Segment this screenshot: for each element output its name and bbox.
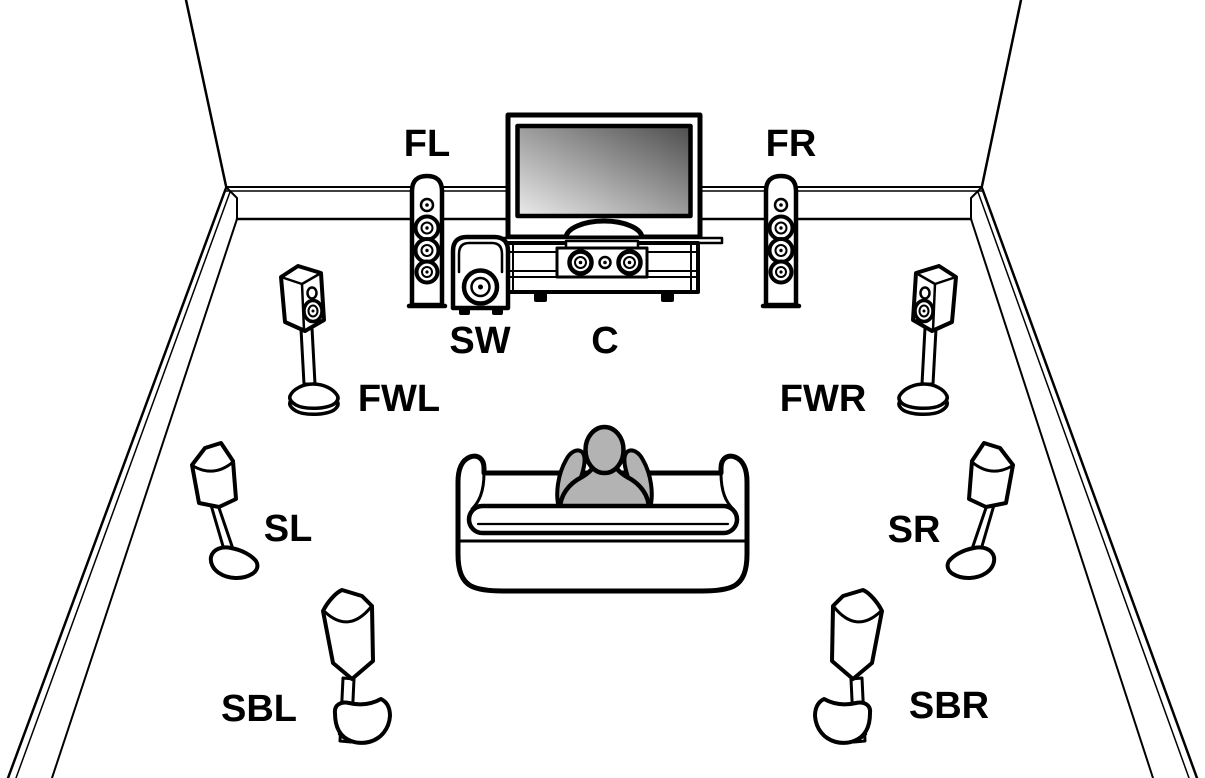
label-surround-right: SR [888,509,941,551]
speaker-surround-back-left [321,588,392,745]
label-front-wide-right: FWR [780,378,867,420]
speaker-surround-left [190,441,260,581]
right-floor-baseboard [970,218,1154,778]
label-surround-back-right: SBR [909,685,989,727]
label-surround-back-left: SBL [221,688,297,730]
subwoofer-inner-line [457,241,504,274]
right-floor-edge2 [977,191,1190,778]
speaker-front-right [763,176,799,306]
speaker-front-wide-right [897,264,958,417]
cabinet-foot-left [534,292,547,302]
right-floor-edge [980,186,1199,778]
label-subwoofer: SW [449,320,510,362]
right-corner-cap [970,186,983,220]
listener [555,424,654,512]
label-center: C [591,320,618,362]
left-floor-edge [6,186,228,778]
tv-stand-neck [563,218,645,241]
left-corner-cap [225,186,238,220]
label-front-wide-left: FWL [358,378,440,420]
center-speaker [555,239,649,279]
subwoofer [450,234,511,315]
tv-screen [515,123,693,219]
left-floor-baseboard [51,218,238,778]
cabinet-foot-right [661,292,674,302]
speaker-surround-right [945,441,1015,581]
right-wall-edge [980,0,1023,188]
tv [482,112,724,302]
label-front-right: FR [766,123,817,165]
label-surround-left: SL [264,508,313,550]
left-wall-edge [184,0,228,188]
sofa-backrest-bar [466,503,740,536]
speaker-surround-back-right [813,588,884,745]
label-front-left: FL [404,123,450,165]
listener-head [583,424,626,476]
left-floor-edge2 [15,191,231,778]
speaker-front-wide-left [279,264,340,417]
speaker-front-left [409,176,445,306]
